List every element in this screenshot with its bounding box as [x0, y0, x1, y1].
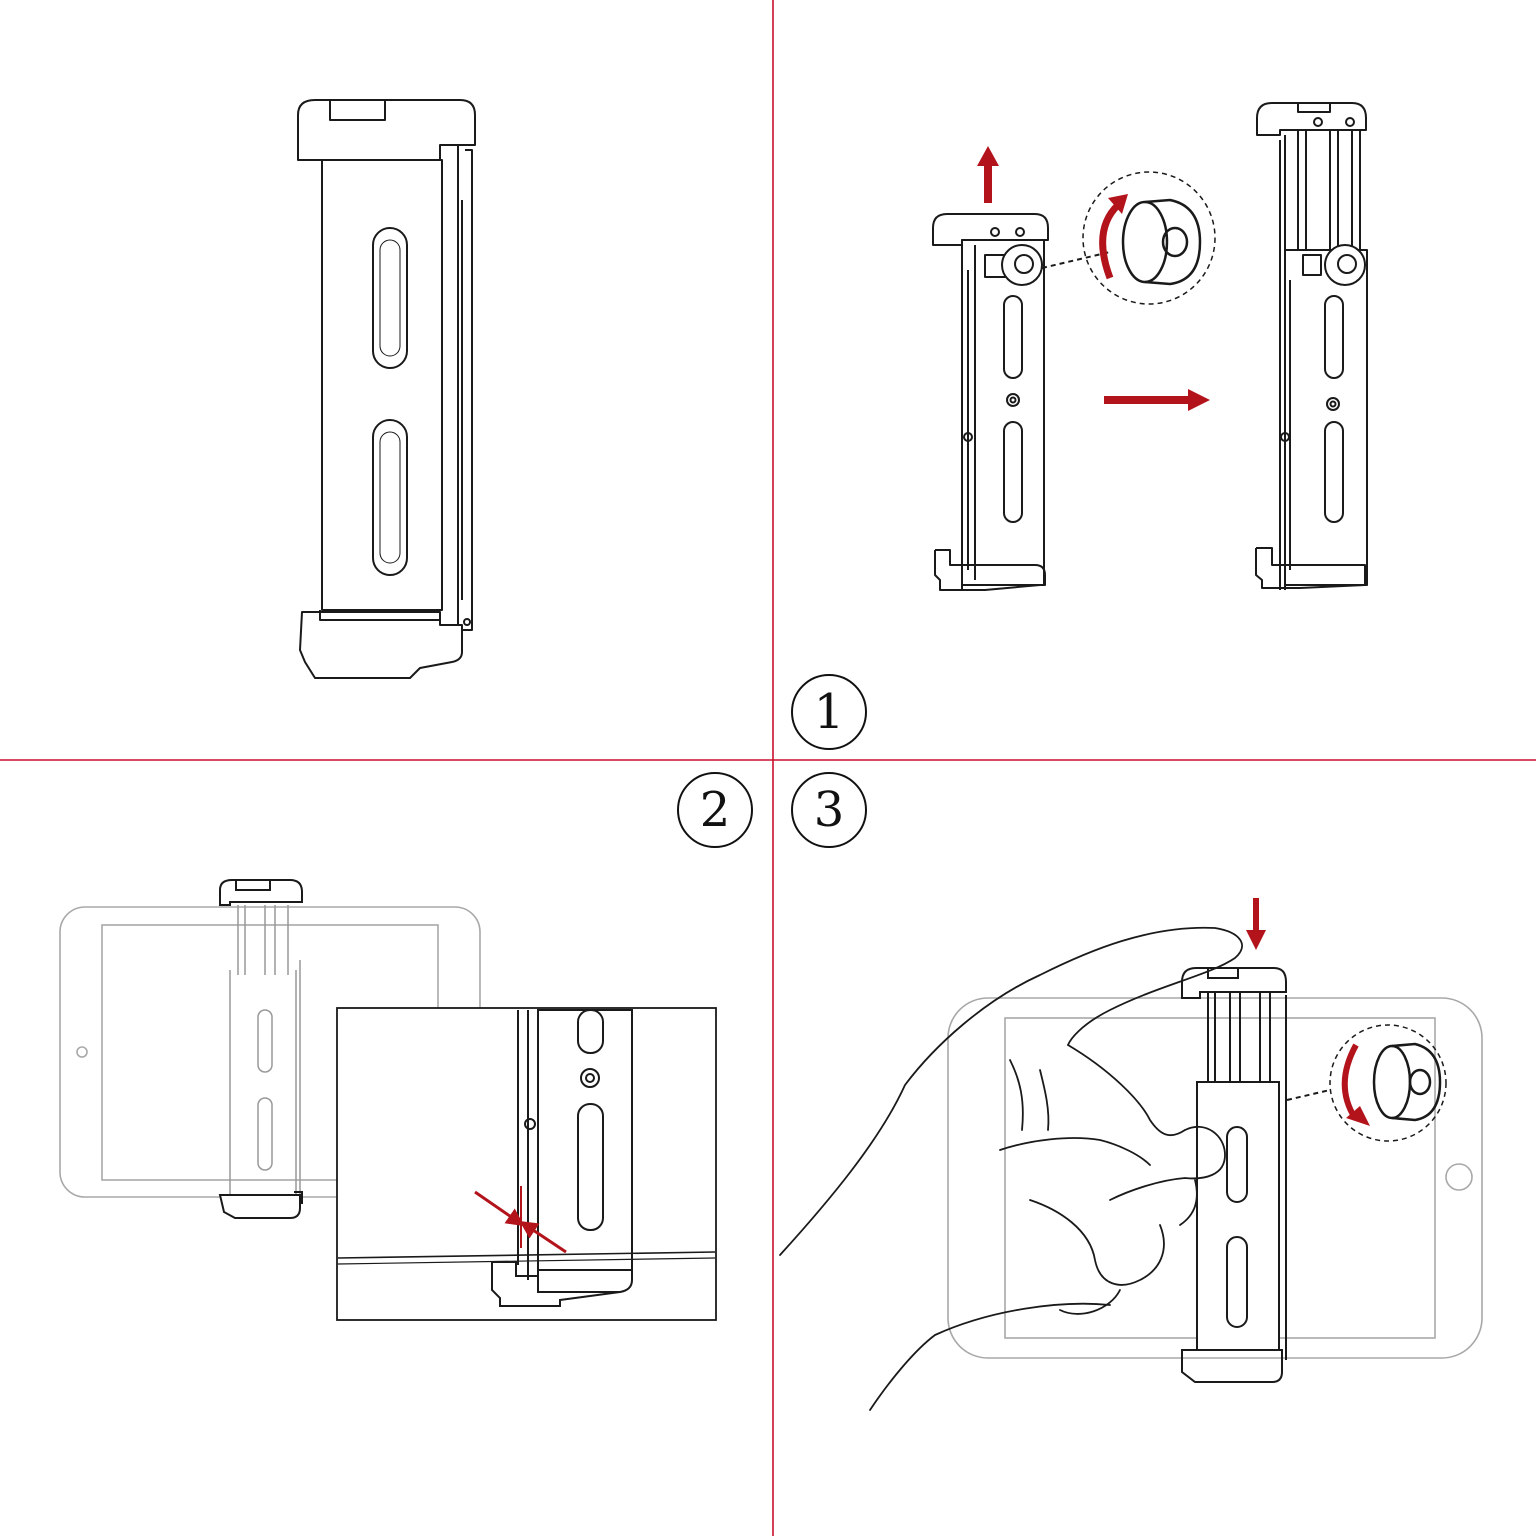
knob-zoom-unlock [1041, 171, 1216, 305]
step-label-1: 1 [791, 674, 867, 750]
clamp-on-phone [1181, 967, 1287, 1383]
gap-indicator-arrows [474, 1186, 567, 1254]
rotate-unlock-arrowhead [1108, 194, 1128, 214]
clamp-top-cap [219, 879, 303, 906]
zoom-clamp-detail [337, 1009, 716, 1307]
clamp-on-tablet [229, 905, 301, 1200]
rotate-lock-arrowhead [1346, 1106, 1370, 1126]
clamp-closed [932, 213, 1049, 591]
rotate-lock-arrow [1341, 1043, 1359, 1120]
knob-zoom-lock [1286, 1024, 1447, 1142]
step-label-2: 2 [677, 772, 753, 848]
hand-illustration [779, 926, 1243, 1411]
step-label-3: 3 [791, 772, 867, 848]
rotate-unlock-arrow [1099, 202, 1121, 280]
clamp-overview [297, 99, 476, 679]
gap-zoom-box [336, 1007, 717, 1321]
press-down-arrowhead [1246, 930, 1266, 950]
clamp-bottom-jaw [218, 1191, 303, 1219]
clamp-extended [1255, 102, 1368, 590]
transition-arrowhead [1188, 389, 1210, 411]
pull-up-arrowhead [977, 146, 999, 166]
